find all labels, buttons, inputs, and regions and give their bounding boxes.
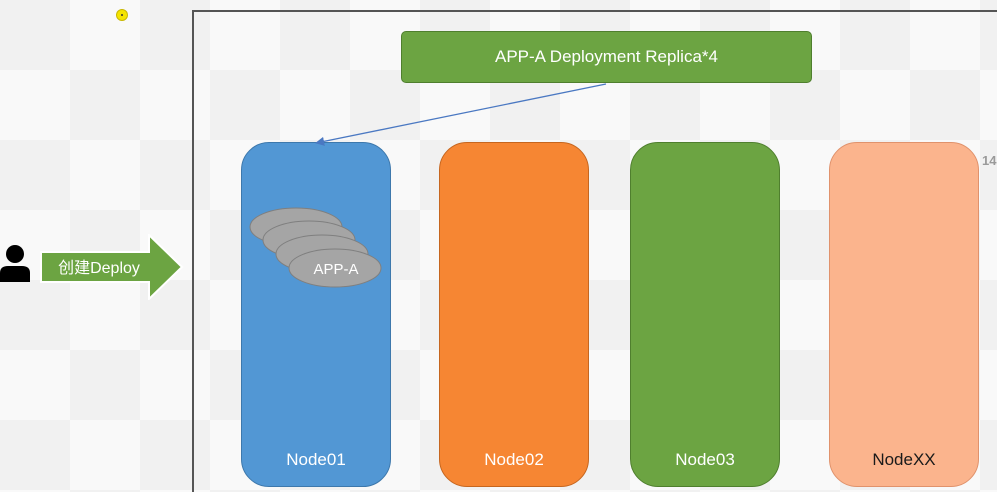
person-icon xyxy=(0,245,30,282)
node-01: Node01 xyxy=(241,142,391,487)
cluster-frame xyxy=(192,10,997,492)
page-number: 14 xyxy=(982,153,997,168)
node-label: Node03 xyxy=(675,450,735,469)
pod-label: APP-A xyxy=(313,260,359,278)
create-deploy-label: 创建Deploy xyxy=(58,260,140,277)
node-label: NodeXX xyxy=(872,450,936,469)
node-02: Node02 xyxy=(439,142,589,487)
node-03: Node03 xyxy=(630,142,780,487)
right-arrow-icon xyxy=(40,234,184,300)
node-xx: NodeXX xyxy=(829,142,979,487)
pointer-dot-icon xyxy=(117,10,127,20)
node-label: Node02 xyxy=(484,450,544,469)
node-label: Node01 xyxy=(286,450,346,469)
deployment-banner: APP-A Deployment Replica*4 xyxy=(401,31,812,83)
